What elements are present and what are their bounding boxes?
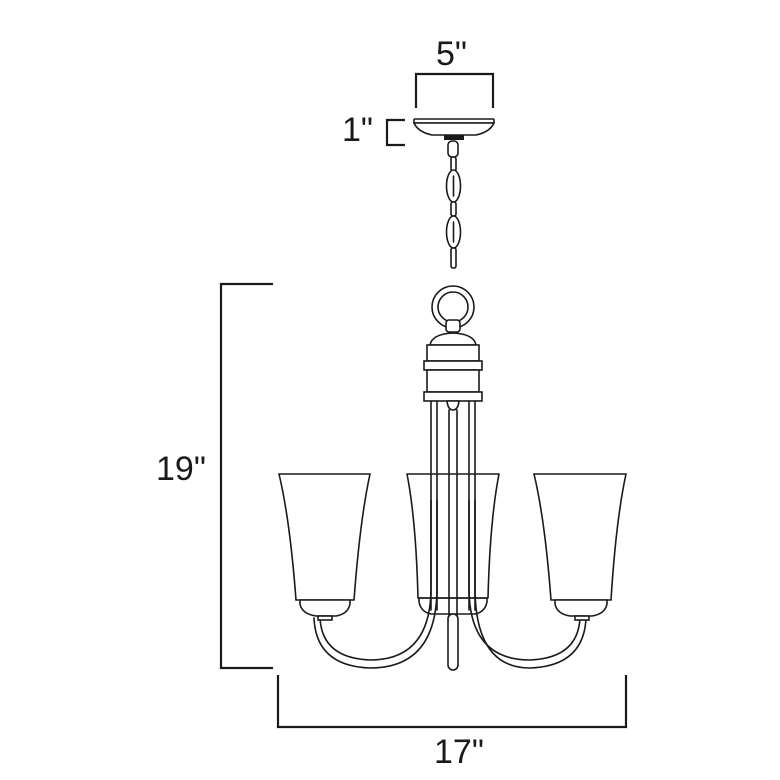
canopy — [412, 118, 496, 140]
height-bracket — [219, 282, 273, 670]
canopy-height-label: 1" — [342, 111, 373, 149]
shade-right — [532, 473, 627, 621]
fixture-width-label: 17" — [434, 733, 484, 771]
width-bracket — [276, 675, 628, 729]
canopy-width-label: 5" — [436, 35, 467, 73]
canopy-height-bracket — [385, 118, 405, 147]
column-cap — [423, 332, 483, 411]
chain — [445, 140, 462, 269]
arm-right — [468, 499, 587, 669]
center-finial-rod — [447, 613, 459, 671]
canopy-width-bracket — [414, 72, 495, 108]
shade-left — [277, 473, 371, 621]
arm-left — [313, 499, 438, 669]
shade-center — [406, 473, 500, 615]
fixture-height-label: 19" — [156, 450, 206, 488]
hanging-loop — [431, 285, 475, 333]
